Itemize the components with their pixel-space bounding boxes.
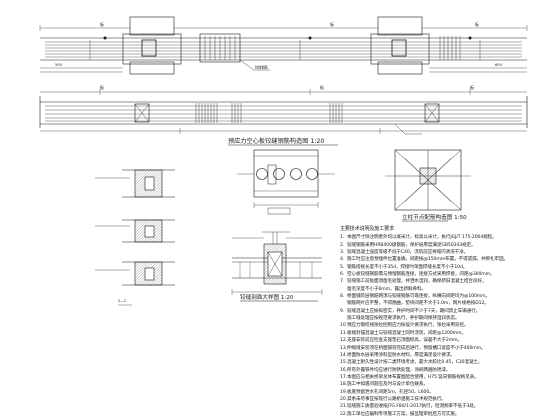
note-item: 22.施工单位应编制专项施工方案，报监理审批后方可实施。: [340, 411, 552, 418]
note-number: 13.: [340, 345, 348, 351]
note-number: 9.: [340, 308, 345, 314]
note-item: 8.桥面铺装层钢筋网须与铰缝钢筋可靠连接，纵横向间距均为@100mm。: [340, 293, 552, 300]
note-item: 13.伸缩缝安装须在桥面铺装完成后进行，预留槽口宽度不小于400mm。: [340, 345, 552, 352]
note-item: 11.板端封锚混凝土与铰缝混凝土同时浇筑，间距@1200mm。: [340, 330, 552, 337]
note-item: 18.施工中如遇问题应及时与设计单位联系。: [340, 381, 552, 388]
note-item: 4.施工时应注意预埋件位置准确，间距按@150mm布置，不得遗漏，并绑扎牢固。: [340, 256, 552, 263]
plan-segment-label: 板: [330, 21, 334, 27]
note-number: 12.: [340, 338, 348, 344]
section-mark: 2—2: [118, 299, 126, 303]
plan-segment-label: 板: [100, 84, 104, 90]
note-text: 凿毛深度不小于6mm，露出新鲜骨料。: [347, 286, 426, 292]
note-number: 8.: [340, 294, 345, 300]
note-item: 19.板底预留泄水孔间距5m，孔径50，L600。: [340, 389, 552, 396]
note-number: 6.: [340, 272, 345, 278]
column-detail-title: 立柱节点配筋构造图 1:50: [402, 213, 467, 221]
joint-section-detail: [231, 231, 323, 295]
left-section-details: [95, 169, 175, 306]
note-text: 所有外露铁件均应进行防锈处理，涂刷两遍防锈漆。: [347, 367, 451, 373]
note-number: 15.: [340, 360, 348, 366]
top-plan-strip: [39, 16, 528, 75]
note-text: 桥面防水层采用涂料型防水材料，厚度满足设计要求。: [347, 352, 455, 358]
note-item: 16.所有外露铁件均应进行防锈处理，涂刷两遍防锈漆。: [340, 367, 552, 374]
main-plan-title: 预应力空心板铰缝钢筋构造图 1:20: [228, 137, 324, 145]
note-text: 铰缝钢筋采用HRB400级钢筋，保护层厚度满足GB50343规定。: [347, 242, 476, 248]
note-item: 12.支座安装前应检查支座垫石顶面标高，误差不大于2mm。: [340, 337, 552, 344]
note-item: 施工缝处理应按规范要求执行，养护期间保持湿润状态。: [340, 315, 552, 322]
leader-note: 铰缝钢筋: [255, 65, 268, 70]
note-number: 1.: [340, 235, 345, 241]
column-node-detail: [385, 149, 471, 211]
note-number: 18.: [340, 382, 348, 388]
notes-title: 主要技术说明及施工要求: [340, 226, 394, 232]
note-number: 20.: [340, 396, 348, 402]
note-text: 施工时应注意预埋件位置准确，间距按@150mm布置，不得遗漏，并绑扎牢固。: [347, 257, 509, 263]
note-item: 10.预应力钢绞线张拉控制应力按设计要求执行，张拉采用双控。: [340, 322, 552, 329]
note-item: 5.钢筋搭接长度不小于35d，焊接时单面焊缝长度不小于10d。: [340, 264, 552, 271]
note-item: 凿毛深度不小于6mm，露出新鲜骨料。: [340, 286, 552, 293]
note-text: 桥面铺装层钢筋网须与铰缝钢筋可靠连接，纵横向间距均为@100mm。: [347, 294, 491, 300]
note-text: 空心板铰缝钢筋需与预埋钢筋连接，连接方式采用焊接，间距@300mm。: [347, 272, 495, 278]
note-text: 铰缝混凝土应振捣密实，养护时间不少于7天，期间禁止车辆通行。: [347, 308, 481, 314]
note-number: 22.: [340, 411, 348, 417]
note-number: 21.: [340, 404, 348, 410]
note-number: 19.: [340, 389, 348, 395]
note-item: 9.铰缝混凝土应振捣密实，养护时间不少于7天，期间禁止车辆通行。: [340, 308, 552, 315]
joint-section-title: 铰缝剖面大样图 1:20: [240, 293, 294, 301]
note-text: 支座安装前应检查支座垫石顶面标高，误差不大于2mm。: [347, 338, 462, 344]
note-item: 7.铰缝施工前板面须凿毛处理，并洒水湿润，确保新旧混凝土结合良好。: [340, 278, 552, 285]
note-item: 21.铰缝施工质量验收按JTG F80/1-2017执行，检测频率不低于3处。: [340, 403, 552, 410]
technical-notes: 主要技术说明及施工要求 1.本图尺寸除注明者外均以毫米计，标高以米计，执行JGJ…: [340, 226, 552, 418]
note-item: 17.本图应与相关桥梁总体布置图配合使用，H75 竖向钢筋规格见表。: [340, 374, 552, 381]
note-text: 本图应与相关桥梁总体布置图配合使用，H75 竖向钢筋规格见表。: [347, 374, 479, 380]
note-number: 7.: [340, 279, 345, 285]
note-item: 1.本图尺寸除注明者外均以毫米计，标高以米计，执行JGJ/T 175-2004规…: [340, 234, 552, 241]
notes-list: 1.本图尺寸除注明者外均以毫米计，标高以米计，执行JGJ/T 175-2004规…: [340, 234, 552, 418]
note-text: 其余未尽事宜按现行公路桥涵施工技术规范执行。: [347, 396, 446, 402]
central-section-detail: [237, 149, 335, 215]
note-text: 预应力钢绞线张拉控制应力按设计要求执行，张拉采用双控。: [347, 323, 469, 329]
note-text: 混凝土耐久性设计按二类环境考虑，最大水胶比0.45，C30混凝土。: [347, 360, 483, 366]
note-text: 铰缝施工前板面须凿毛处理，并洒水湿润，确保新旧混凝土结合良好。: [347, 279, 487, 285]
plan-segment-label: 板: [320, 84, 324, 90]
note-item: 3.铰缝混凝土强度等级不低于C40，浇筑前应将缝内清洗干净。: [340, 249, 552, 256]
note-number: 3.: [340, 250, 345, 256]
note-text: 钢筋网片应平整，不得翘曲，垫块间距不大于1.0m，网片规格按D12。: [347, 301, 489, 307]
note-number: 10.: [340, 323, 348, 329]
plan-segment-label: 板: [475, 21, 479, 27]
note-item: 钢筋网片应平整，不得翘曲，垫块间距不大于1.0m，网片规格按D12。: [340, 300, 552, 307]
note-number: 16.: [340, 367, 348, 373]
note-number: 5.: [340, 264, 345, 270]
note-text: 施工中如遇问题应及时与设计单位联系。: [347, 382, 428, 388]
note-item: 15.混凝土耐久性设计按二类环境考虑，最大水胶比0.45，C30混凝土。: [340, 359, 552, 366]
note-text: 板底预留泄水孔间距5m，孔径50，L600。: [347, 389, 434, 395]
note-item: 2.铰缝钢筋采用HRB400级钢筋，保护层厚度满足GB50343规定。: [340, 242, 552, 249]
note-text: 施工缝处理应按规范要求执行，养护期间保持湿润状态。: [347, 316, 460, 322]
note-text: 铰缝施工质量验收按JTG F80/1-2017执行，检测频率不低于3处。: [347, 404, 479, 410]
note-text: 板端封锚混凝土与铰缝混凝土同时浇筑，间距@1200mm。: [347, 330, 466, 336]
note-text: 本图尺寸除注明者外均以毫米计，标高以米计，执行JGJ/T 175-2004规程。: [347, 235, 497, 241]
plan-segment-label: 板: [100, 21, 104, 27]
note-item: 20.其余未尽事宜按现行公路桥涵施工技术规范执行。: [340, 396, 552, 403]
note-number: 2.: [340, 242, 345, 248]
middle-plan-strip: [39, 89, 528, 135]
note-item: 14.桥面防水层采用涂料型防水材料，厚度满足设计要求。: [340, 352, 552, 359]
note-text: 伸缩缝安装须在桥面铺装完成后进行，预留槽口宽度不小于400mm。: [347, 345, 486, 351]
note-text: 铰缝混凝土强度等级不低于C40，浇筑前应将缝内清洗干净。: [347, 250, 469, 256]
plan-segment-label: 板: [470, 84, 474, 90]
dimension-label: 500: [55, 63, 63, 67]
note-text: 施工单位应编制专项施工方案，报监理审批后方可实施。: [347, 411, 460, 417]
note-number: 11.: [340, 330, 348, 336]
note-number: 4.: [340, 257, 345, 263]
note-item: 6.空心板铰缝钢筋需与预埋钢筋连接，连接方式采用焊接，间距@300mm。: [340, 271, 552, 278]
note-number: 17.: [340, 374, 348, 380]
note-number: 14.: [340, 352, 348, 358]
dimension-label: 600: [495, 63, 503, 67]
note-text: 钢筋搭接长度不小于35d，焊接时单面焊缝长度不小于10d。: [347, 264, 468, 270]
